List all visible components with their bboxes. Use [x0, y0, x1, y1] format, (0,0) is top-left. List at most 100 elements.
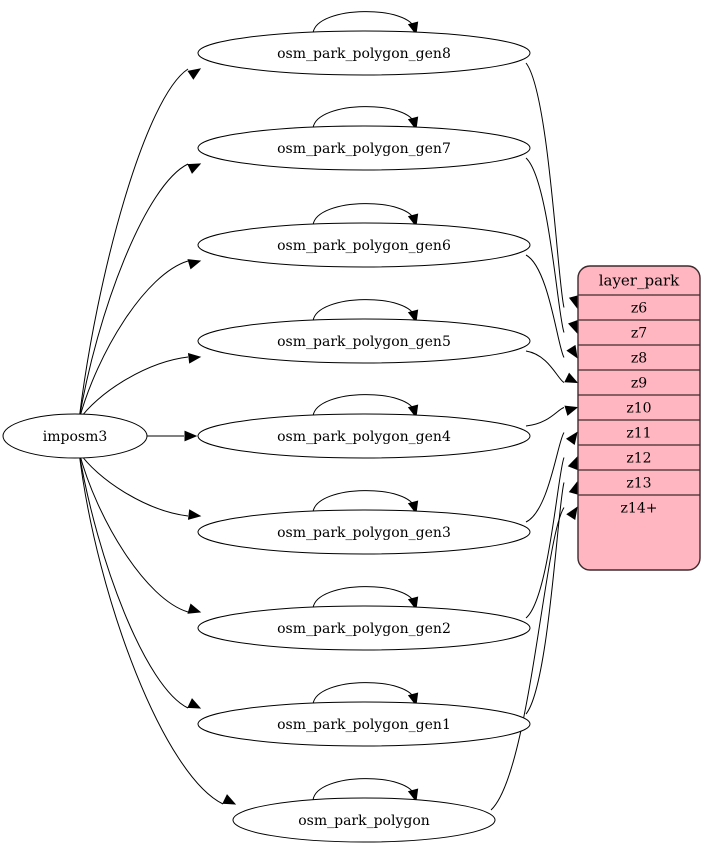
- arrowhead-self-loop-gen6: [407, 213, 419, 228]
- self-loop-gen5: [312, 299, 416, 322]
- layer-park-header-label: layer_park: [599, 272, 680, 290]
- arrowhead-imposm3-to-gen1: [187, 698, 202, 709]
- edge-imposm3-to-base: [78, 451, 224, 805]
- arrowhead-imposm3-to-gen3: [187, 509, 202, 520]
- edge-imposm3-to-gen6: [78, 260, 189, 421]
- node-label-gen1: osm_park_polygon_gen1: [277, 717, 451, 733]
- arrowhead-self-loop-gen2: [407, 596, 419, 611]
- node-label-gen3: osm_park_polygon_gen3: [277, 525, 451, 541]
- self-loop-base: [312, 778, 416, 801]
- layer-park-row-z9[interactable]: z9: [631, 376, 647, 392]
- arrowhead-self-loop-gen3: [407, 500, 419, 515]
- arrowhead-imposm3-to-gen7: [187, 163, 202, 174]
- edge-imposm3-to-gen3: [78, 451, 189, 517]
- node-shape-gen6: [197, 222, 531, 268]
- node-shape-gen8: [197, 30, 531, 76]
- self-loop-gen4: [312, 394, 416, 417]
- layer-park-row-z11[interactable]: z11: [626, 426, 651, 442]
- node-shape-gen7: [197, 125, 531, 171]
- node-shape-gen4: [197, 413, 531, 459]
- self-loop-gen2: [312, 586, 416, 609]
- arrowhead-gen1-to-z13: [568, 481, 580, 496]
- edge-imposm3-to-gen8: [78, 68, 189, 421]
- node-imposm3[interactable]: imposm3: [2, 413, 148, 459]
- arrowhead-base-to-z14+: [566, 506, 578, 521]
- node-gen3[interactable]: osm_park_polygon_gen3: [197, 509, 531, 555]
- node-base[interactable]: osm_park_polygon: [232, 797, 496, 843]
- edge-gen8-to-z6: [525, 62, 565, 308]
- arrowhead-gen4-to-z10: [564, 405, 579, 416]
- layer-park-row-z12[interactable]: z12: [626, 451, 651, 467]
- arrowhead-imposm3-to-gen2: [187, 603, 202, 614]
- arrowhead-gen2-to-z12: [567, 456, 578, 471]
- node-label-gen4: osm_park_polygon_gen4: [277, 429, 451, 445]
- self-loop-gen8: [312, 11, 416, 34]
- node-shape-imposm3: [2, 413, 148, 459]
- edge-gen3-to-z11: [525, 432, 565, 523]
- layer-park-table-shell: [577, 265, 701, 571]
- edge-gen1-to-z13: [525, 482, 565, 715]
- self-loop-gen3: [312, 490, 416, 513]
- self-loop-gen7: [312, 106, 416, 129]
- node-gen7[interactable]: osm_park_polygon_gen7: [197, 125, 531, 171]
- edge-base-to-z14+: [490, 507, 565, 811]
- self-loop-gen1: [312, 682, 416, 705]
- node-shape-gen5: [197, 318, 531, 364]
- arrowhead-imposm3-to-base: [222, 794, 237, 805]
- self-loop-gen6: [312, 203, 416, 226]
- node-gen5[interactable]: osm_park_polygon_gen5: [197, 318, 531, 364]
- node-gen4[interactable]: osm_park_polygon_gen4: [197, 413, 531, 459]
- arrowhead-imposm3-to-gen8: [187, 68, 202, 80]
- edge-gen5-to-z9: [525, 350, 565, 383]
- edge-gen7-to-z7: [525, 157, 565, 333]
- self-loop-edges-group: [312, 11, 419, 803]
- ellipse-nodes-group: osm_park_polygon_gen8 osm_park_polygon_ge…: [197, 30, 531, 843]
- node-label-gen7: osm_park_polygon_gen7: [277, 141, 451, 157]
- node-gen6[interactable]: osm_park_polygon_gen6: [197, 222, 531, 268]
- edge-gen6-to-z8: [525, 254, 565, 358]
- layer-park-row-z14+[interactable]: z14+: [621, 501, 658, 517]
- node-label-gen5: osm_park_polygon_gen5: [277, 334, 451, 350]
- layer-park-row-z6[interactable]: z6: [631, 301, 647, 317]
- edge-imposm3-to-gen1: [78, 451, 189, 709]
- layer-park-table-group: layer_park z6 z7 z8 z9 z10 z11 z12 z13 z14+: [577, 265, 701, 571]
- layer-park-row-z8[interactable]: z8: [631, 351, 647, 367]
- arrowhead-imposm3-to-gen4: [184, 430, 198, 442]
- node-shape-base: [232, 797, 496, 843]
- node-label-gen2: osm_park_polygon_gen2: [277, 621, 451, 637]
- arrowhead-imposm3-to-gen5: [187, 353, 202, 364]
- node-label-gen6: osm_park_polygon_gen6: [277, 238, 451, 254]
- arrowhead-gen3-to-z11: [565, 431, 578, 445]
- arrowhead-self-loop-gen7: [407, 116, 419, 131]
- layer-park-row-z10[interactable]: z10: [626, 401, 651, 417]
- node-shape-gen1: [197, 701, 531, 747]
- arrowhead-self-loop-gen8: [407, 21, 419, 36]
- arrowhead-self-loop-gen1: [407, 692, 419, 707]
- node-shape-gen2: [197, 605, 531, 651]
- arrowhead-imposm3-to-gen6: [187, 259, 202, 270]
- node-label-base: osm_park_polygon: [298, 813, 430, 829]
- source-node-group: imposm3: [2, 413, 148, 459]
- node-label-gen8: osm_park_polygon_gen8: [277, 46, 451, 62]
- arrowhead-gen6-to-z8: [566, 344, 578, 359]
- layer-park-row-z13[interactable]: z13: [626, 476, 651, 492]
- node-gen1[interactable]: osm_park_polygon_gen1: [197, 701, 531, 747]
- arrowhead-self-loop-gen5: [407, 309, 419, 324]
- edge-gen4-to-z10: [525, 407, 565, 427]
- edges-from-imposm3-group: [78, 68, 237, 805]
- arrowhead-gen5-to-z9: [564, 372, 579, 384]
- arrowhead-self-loop-gen4: [407, 404, 419, 419]
- arrowhead-gen7-to-z7: [568, 319, 579, 334]
- node-shape-gen3: [197, 509, 531, 555]
- layer-park-row-z7[interactable]: z7: [631, 326, 647, 342]
- arrowhead-self-loop-base: [407, 788, 419, 803]
- edge-gen2-to-z12: [525, 457, 565, 619]
- node-gen8[interactable]: osm_park_polygon_gen8: [197, 30, 531, 76]
- node-gen2[interactable]: osm_park_polygon_gen2: [197, 605, 531, 651]
- layer-park-table[interactable]: layer_park z6 z7 z8 z9 z10 z11 z12 z13 z14+: [577, 265, 701, 571]
- edge-imposm3-to-gen5: [78, 356, 189, 421]
- node-label-imposm3: imposm3: [43, 429, 108, 445]
- edge-imposm3-to-gen7: [78, 163, 189, 421]
